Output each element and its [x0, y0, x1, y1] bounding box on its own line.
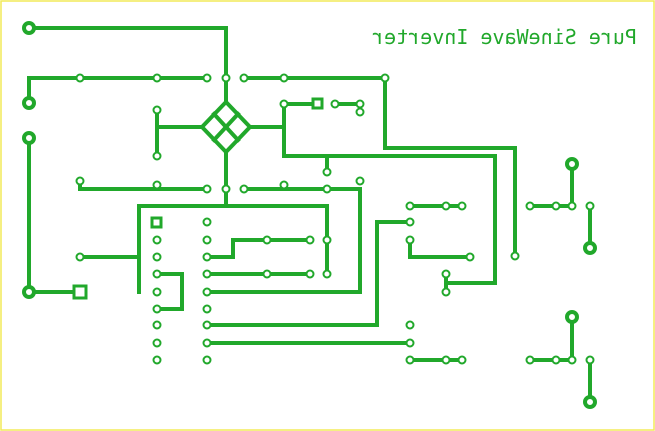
pad [202, 235, 212, 245]
trace-bridge-inner-b [211, 111, 241, 143]
pad-output-2 [583, 241, 597, 255]
pad [567, 355, 577, 365]
trace-top-rail-right [242, 76, 517, 258]
pad [441, 201, 451, 211]
pad [525, 201, 535, 211]
trace-right-mid [408, 238, 472, 259]
pad [322, 167, 332, 177]
pad [152, 180, 162, 190]
pad [75, 176, 85, 186]
pad [441, 269, 451, 279]
pad [405, 235, 415, 245]
pad [330, 99, 340, 109]
pad [441, 287, 451, 297]
trace-top-rail-left [27, 76, 209, 105]
pad [202, 217, 212, 227]
pad [221, 73, 231, 83]
pad [405, 217, 415, 227]
pad-square-top [311, 97, 324, 110]
pad [152, 73, 162, 83]
pad [279, 180, 289, 190]
pad-input-b [22, 131, 36, 145]
trace-mid-rail-left [78, 179, 209, 191]
trace-ic-loop [155, 272, 184, 311]
pad [279, 99, 289, 109]
pad [152, 355, 162, 365]
pad [441, 355, 451, 365]
trace-top-input [27, 26, 228, 80]
pad [202, 269, 212, 279]
pad [355, 99, 365, 109]
trace-output-top [528, 162, 574, 208]
trace-ic-pin-a [205, 238, 312, 259]
trace-output-bottom [528, 315, 574, 362]
pad [152, 151, 162, 161]
pad [202, 338, 212, 348]
pad [202, 252, 212, 262]
pad [457, 201, 467, 211]
pad [551, 355, 561, 365]
pad [465, 252, 475, 262]
pad [152, 338, 162, 348]
pad-output-4 [583, 395, 597, 409]
pad [405, 201, 415, 211]
pad [551, 201, 561, 211]
trace-ic-pin-c [205, 220, 412, 327]
trace-left-vertical [27, 136, 82, 294]
pad-output-3 [565, 310, 579, 324]
pad [322, 269, 332, 279]
pad-input-a [22, 96, 36, 110]
pad [279, 73, 289, 83]
traces [27, 26, 592, 404]
pad-output-1 [565, 157, 579, 171]
pad [457, 355, 467, 365]
pad [152, 320, 162, 330]
pad [202, 304, 212, 314]
pad [585, 355, 595, 365]
pad [202, 184, 212, 194]
pad [152, 269, 162, 279]
pad [355, 176, 365, 186]
pad [75, 73, 85, 83]
pad [380, 73, 390, 83]
pad [322, 184, 332, 194]
pad [355, 107, 365, 117]
pads [22, 21, 597, 409]
pad [262, 269, 272, 279]
pad [239, 184, 249, 194]
trace-right-branch-top [282, 102, 497, 285]
pad [322, 235, 332, 245]
pad [152, 304, 162, 314]
pad [152, 105, 162, 115]
pad-input-c [22, 285, 36, 299]
pad [202, 287, 212, 297]
pad [202, 73, 212, 83]
pad [510, 251, 520, 261]
pad [152, 287, 162, 297]
pad [525, 355, 535, 365]
board-title: Pure SineWave Inverter [372, 25, 637, 49]
pad [405, 338, 415, 348]
pad [262, 235, 272, 245]
pad [585, 201, 595, 211]
pad [305, 269, 315, 279]
pad [405, 355, 415, 365]
pad [152, 235, 162, 245]
pad [567, 201, 577, 211]
pad [152, 252, 162, 262]
trace-mid-rail-right [205, 187, 362, 294]
pad [405, 320, 415, 330]
pad [202, 355, 212, 365]
pad-square-ic1 [150, 216, 163, 229]
pad-square-left [72, 284, 88, 300]
pad [221, 184, 231, 194]
pad [305, 235, 315, 245]
pad [202, 320, 212, 330]
pad [239, 73, 249, 83]
pad [75, 252, 85, 262]
pad-input-top [22, 21, 36, 35]
